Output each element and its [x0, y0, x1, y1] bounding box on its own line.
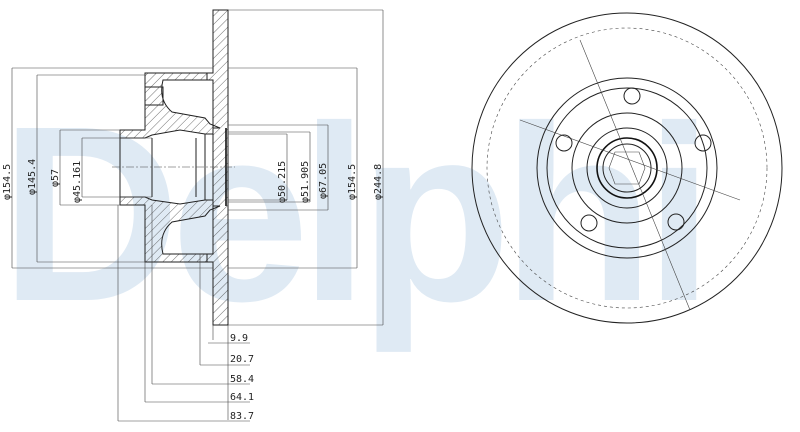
dim-d57: φ57	[50, 169, 61, 187]
outer-rim	[471, 12, 783, 324]
delphi-watermark: Delphi	[0, 74, 704, 353]
side-section-view: φ154.5 φ145.4 φ57 φ45.161 φ50.215 φ51.90…	[2, 9, 384, 422]
dim-83-7: 83.7	[230, 411, 254, 422]
dim-d45-161: φ45.161	[72, 161, 83, 203]
dim-64-1: 64.1	[230, 392, 254, 403]
dim-58-4: 58.4	[230, 374, 254, 385]
dim-d50-215: φ50.215	[277, 161, 288, 203]
dim-d145-4: φ145.4	[27, 159, 38, 195]
dim-d67-05: φ67.05	[318, 163, 329, 199]
dim-d244-8: φ244.8	[373, 164, 384, 200]
dim-d51-905: φ51.905	[300, 161, 311, 203]
dim-d154-5-right: φ154.5	[347, 164, 358, 200]
bolt-holes	[555, 87, 712, 232]
dim-20-7: 20.7	[230, 354, 254, 365]
dim-9-9: 9.9	[230, 333, 248, 344]
front-view	[471, 12, 783, 324]
dim-d154-5-left: φ154.5	[2, 164, 13, 200]
